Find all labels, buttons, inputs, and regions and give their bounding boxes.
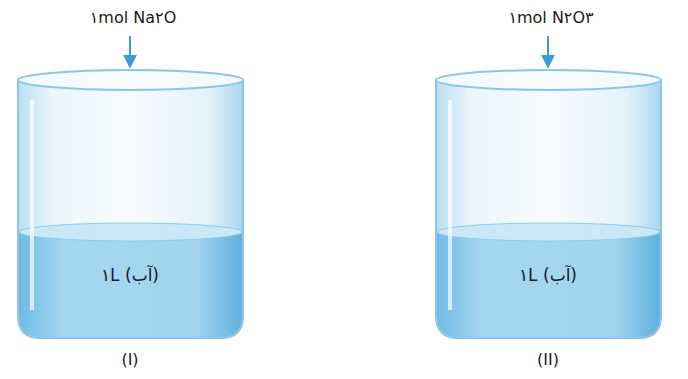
volume-label: ۱L (آب) <box>101 265 159 285</box>
formula-label: ۱mol Na۲O <box>90 8 176 27</box>
formula-label: ۱mol N۲O۳ <box>508 8 593 27</box>
beaker-number: (I) <box>121 350 138 369</box>
volume-label: ۱L (آب) <box>519 265 577 285</box>
beaker-number: (II) <box>537 350 559 369</box>
